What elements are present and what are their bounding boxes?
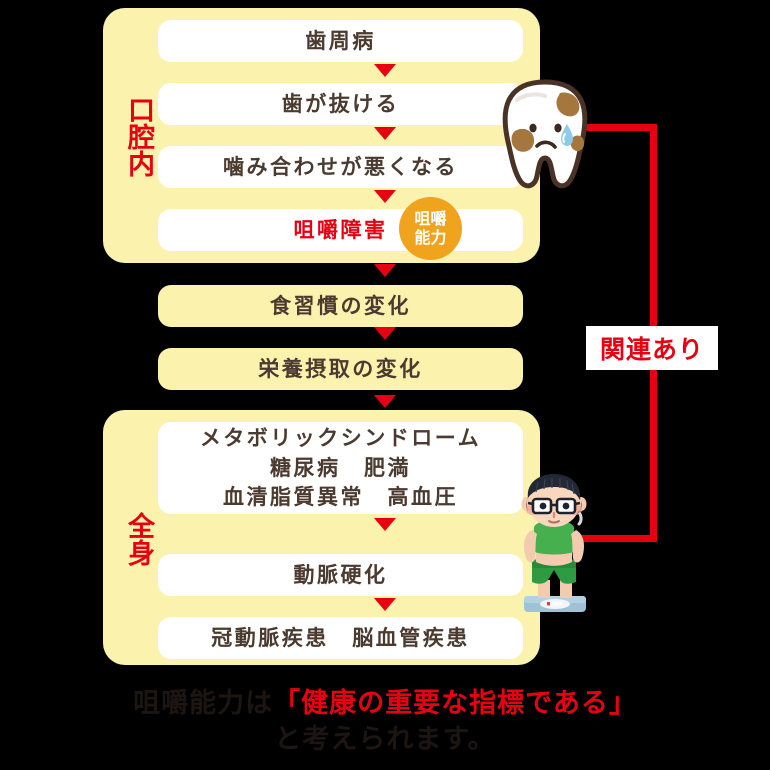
step-label-mastication-disorder: 咀嚼障害 xyxy=(293,217,388,242)
step-box-bad-occlusion: 噛み合わせが悪くなる xyxy=(158,146,523,188)
connector-line-bottom xyxy=(562,535,657,542)
sad-tooth-icon xyxy=(502,79,588,189)
flow-arrow-down-icon xyxy=(374,327,396,340)
step-box-metabolic-syndrome: メタボリックシンドローム 糖尿病 肥満 血清脂質異常 高血圧 xyxy=(158,422,523,514)
step-label-periodontal: 歯周病 xyxy=(305,28,376,53)
metabolic-line-2: 糖尿病 肥満 xyxy=(270,455,411,480)
overweight-boy-on-scale-icon xyxy=(521,474,587,612)
step-box-periodontal: 歯周病 xyxy=(158,20,523,62)
step-label-nutrition-change: 栄養摂取の変化 xyxy=(258,356,423,381)
step-label-tooth-loss: 歯が抜ける xyxy=(281,91,400,116)
metabolic-line-3: 血清脂質異常 高血圧 xyxy=(223,485,458,510)
metabolic-line-1: メタボリックシンドローム xyxy=(199,425,482,450)
flow-arrow-down-icon xyxy=(374,64,396,77)
badge-line-1: 咀嚼 xyxy=(414,209,447,229)
step-box-eating-habit-change: 食習慣の変化 xyxy=(158,285,523,327)
caption-quote: 「健康の重要な指標である」 xyxy=(273,688,637,719)
metabolic-lines: メタボリックシンドローム 糖尿病 肥満 血清脂質異常 高血圧 xyxy=(200,424,481,513)
step-label-vascular-disease: 冠動脈疾患 脳血管疾患 xyxy=(211,625,470,650)
relation-tag: 関連あり xyxy=(586,326,718,370)
body-group-label: 全身 xyxy=(123,512,154,566)
caption-prefix: 咀嚼能力は xyxy=(133,688,274,719)
step-box-vascular-disease: 冠動脈疾患 脳血管疾患 xyxy=(158,617,523,659)
step-label-eating-habit-change: 食習慣の変化 xyxy=(270,293,411,318)
badge-line-2: 能力 xyxy=(414,227,447,247)
flow-arrow-down-icon xyxy=(374,264,396,277)
oral-group-label: 口腔内 xyxy=(123,95,154,177)
step-label-bad-occlusion: 噛み合わせが悪くなる xyxy=(223,154,458,179)
step-label-arteriosclerosis: 動脈硬化 xyxy=(293,562,388,587)
flow-arrow-down-icon xyxy=(374,518,396,531)
step-box-arteriosclerosis: 動脈硬化 xyxy=(158,554,523,596)
flow-arrow-down-icon xyxy=(374,598,396,611)
caption-line-1: 咀嚼能力は「健康の重要な指標である」 xyxy=(0,686,770,722)
flow-arrow-down-icon xyxy=(374,190,396,203)
step-box-nutrition-change: 栄養摂取の変化 xyxy=(158,348,523,390)
step-box-tooth-loss: 歯が抜ける xyxy=(158,83,523,125)
connector-corner xyxy=(650,124,657,131)
flow-arrow-down-icon xyxy=(374,127,396,140)
relation-tag-label: 関連あり xyxy=(599,335,704,364)
caption-line-2: と考えられます。 xyxy=(274,724,496,756)
mastication-ability-badge: 咀嚼 能力 xyxy=(399,197,462,260)
step-box-mastication-disorder: 咀嚼障害 xyxy=(158,209,523,251)
flow-arrow-down-icon xyxy=(374,395,396,408)
connector-line-top xyxy=(585,124,657,131)
caption: 咀嚼能力は「健康の重要な指標である」 と考えられます。 xyxy=(0,686,770,759)
